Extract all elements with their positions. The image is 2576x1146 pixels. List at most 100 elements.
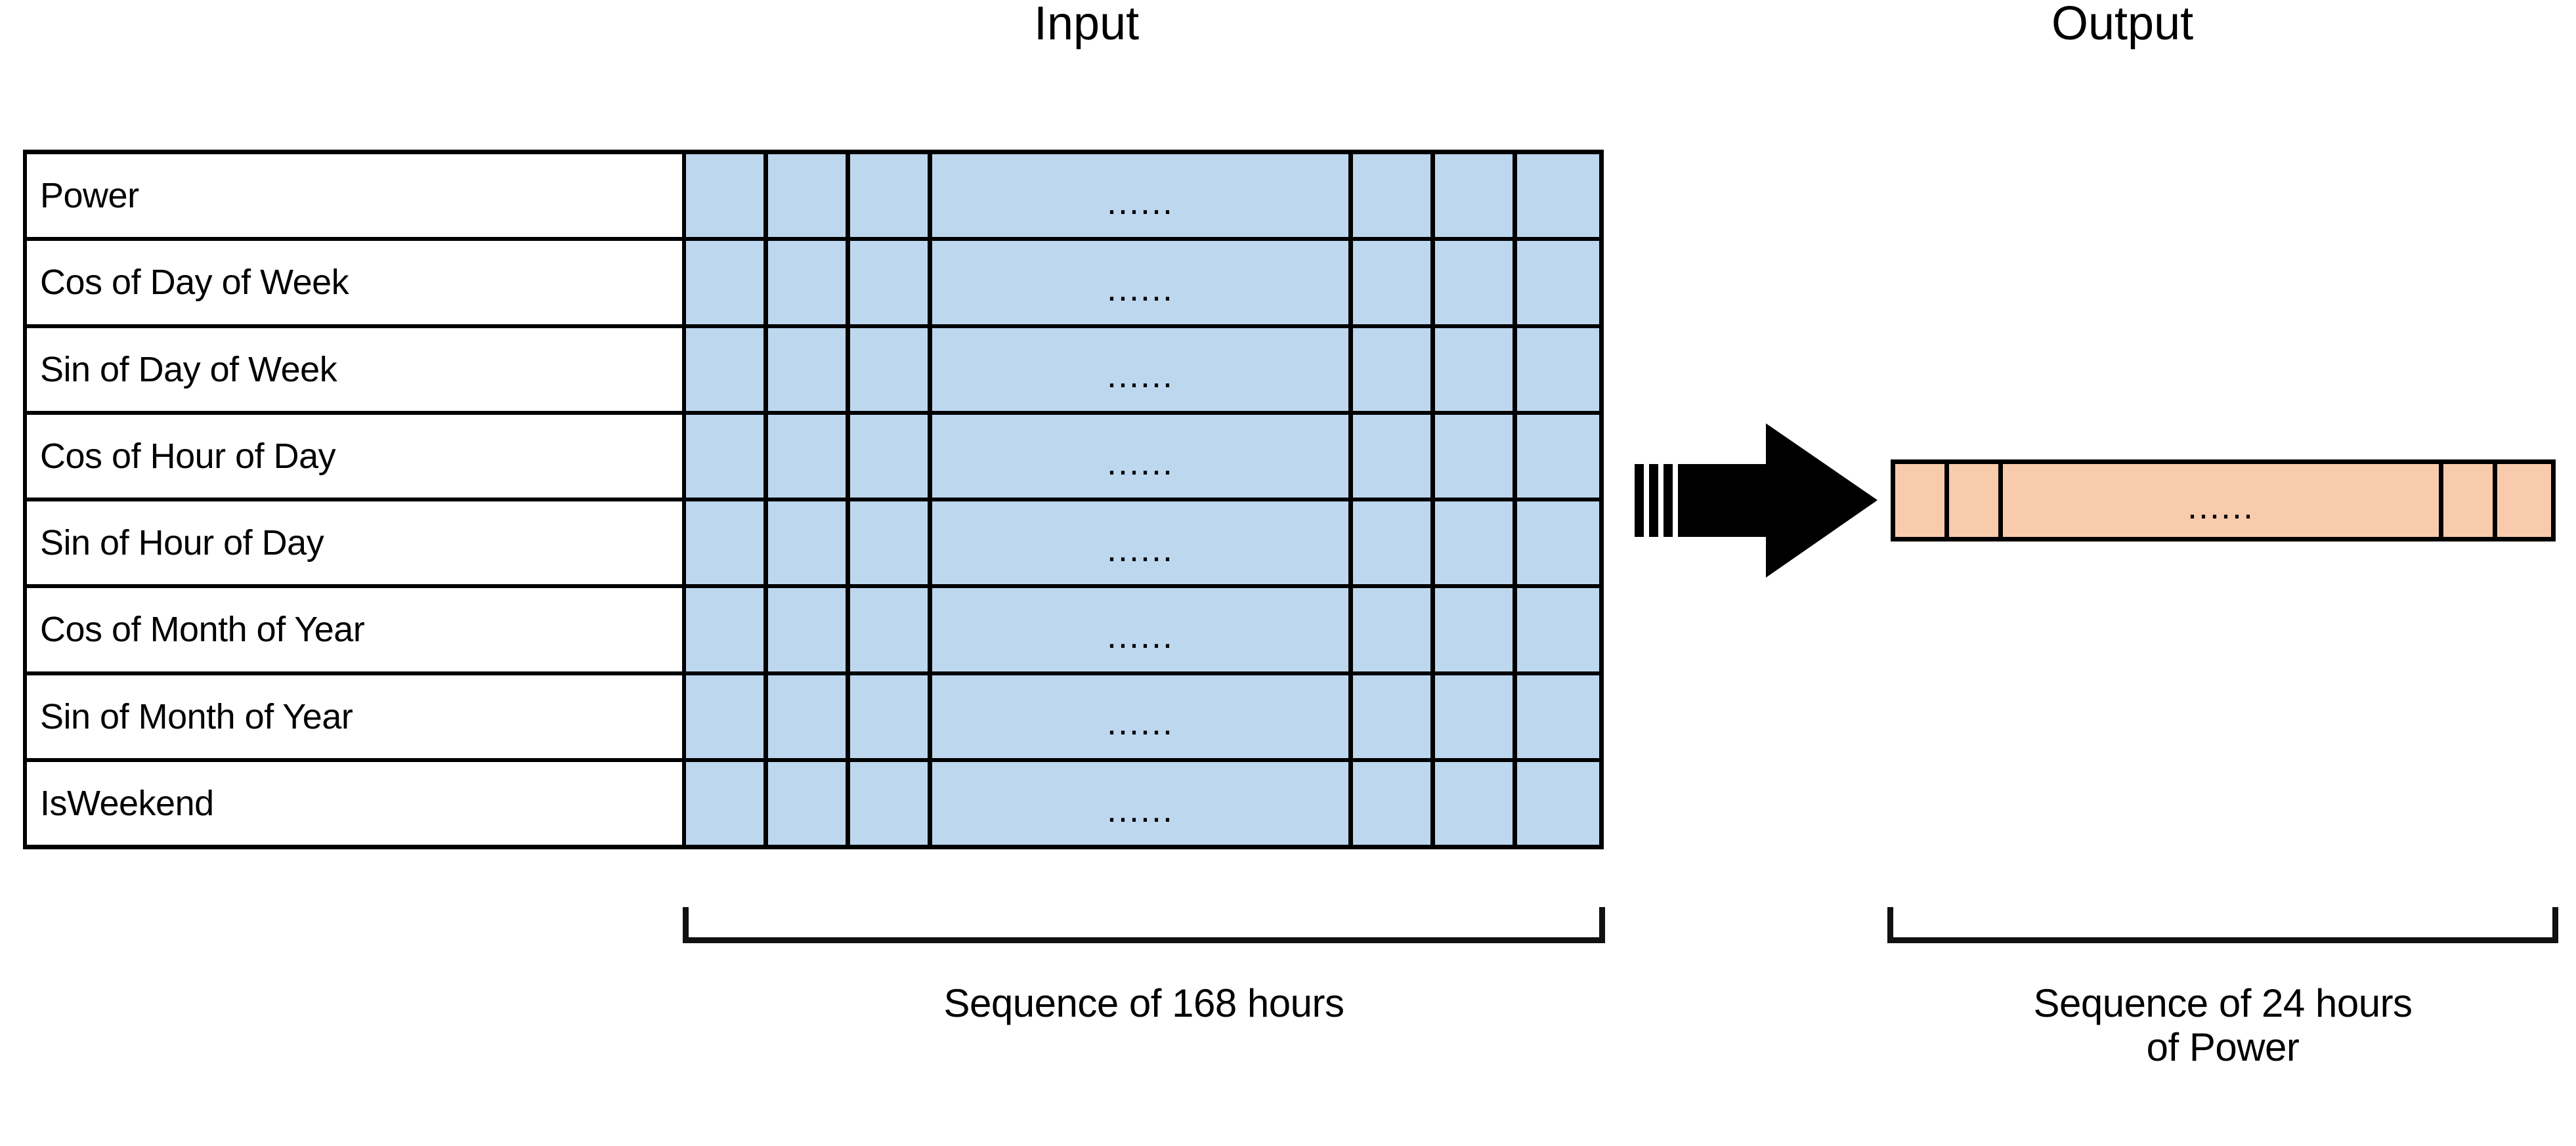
ellipsis-label: ......: [1106, 356, 1174, 396]
timestep-cell-ellipsis: ......: [932, 328, 1353, 411]
timestep-cell: [1353, 414, 1435, 498]
table-row: Sin of Month of Year ......: [23, 671, 1604, 758]
output-cell: [2497, 464, 2551, 537]
timestep-cell: [686, 675, 768, 758]
block-arrow-right-icon: [1635, 423, 1878, 578]
timestep-cell-ellipsis: ......: [932, 761, 1353, 845]
timestep-cell: [1517, 588, 1599, 671]
timestep-strip: ......: [686, 675, 1604, 758]
ellipsis-label: ......: [1106, 182, 1174, 222]
timestep-cell: [1353, 501, 1435, 585]
feature-label-sin-hour-of-day: Sin of Hour of Day: [23, 501, 686, 585]
timestep-cell: [850, 588, 932, 671]
table-row: Sin of Day of Week ......: [23, 324, 1604, 411]
timestep-cell: [1353, 588, 1435, 671]
table-row: Cos of Day of Week ......: [23, 237, 1604, 324]
timestep-cell-ellipsis: ......: [932, 414, 1353, 498]
feature-label-power: Power: [23, 154, 686, 238]
timestep-cell: [1435, 241, 1517, 324]
timestep-cell: [850, 328, 932, 411]
output-cell-ellipsis: ......: [2003, 464, 2443, 537]
timestep-cell-ellipsis: ......: [932, 241, 1353, 324]
timestep-strip: ......: [686, 154, 1604, 238]
timestep-cell: [1517, 154, 1599, 238]
output-section-title: Output: [2051, 0, 2194, 50]
table-row: Cos of Hour of Day ......: [23, 410, 1604, 498]
output-cell: [2443, 464, 2497, 537]
timestep-cell: [686, 241, 768, 324]
timestep-strip: ......: [686, 588, 1604, 671]
timestep-cell: [1517, 414, 1599, 498]
timestep-cell: [1435, 501, 1517, 585]
timestep-cell-ellipsis: ......: [932, 588, 1353, 671]
output-caption-line-1: Sequence of 24 hours: [2033, 981, 2413, 1025]
output-sequence-bracket: [1887, 907, 2558, 943]
timestep-cell: [850, 414, 932, 498]
timestep-cell: [1353, 154, 1435, 238]
timestep-cell: [1435, 414, 1517, 498]
feature-label-sin-day-of-week: Sin of Day of Week: [23, 328, 686, 411]
output-cell: [1895, 464, 1949, 537]
timestep-cell: [1353, 675, 1435, 758]
timestep-cell: [768, 414, 850, 498]
ellipsis-label: ......: [1106, 529, 1174, 569]
timestep-cell: [686, 588, 768, 671]
timestep-strip: ......: [686, 414, 1604, 498]
timestep-cell: [850, 501, 932, 585]
timestep-cell: [768, 761, 850, 845]
timestep-cell: [1353, 328, 1435, 411]
feature-label-isweekend: IsWeekend: [23, 761, 686, 845]
output-cell: [1949, 464, 2003, 537]
timestep-cell: [768, 675, 850, 758]
timestep-strip: ......: [686, 501, 1604, 585]
ellipsis-label: ......: [1106, 442, 1174, 482]
timestep-cell-ellipsis: ......: [932, 154, 1353, 238]
timestep-cell: [1435, 675, 1517, 758]
input-sequence-caption: Sequence of 168 hours: [943, 981, 1344, 1025]
feature-label-cos-hour-of-day: Cos of Hour of Day: [23, 414, 686, 498]
timestep-cell: [686, 154, 768, 238]
timestep-cell: [850, 154, 932, 238]
timestep-cell: [1517, 501, 1599, 585]
timestep-cell: [1517, 241, 1599, 324]
table-row: Cos of Month of Year ......: [23, 584, 1604, 671]
timestep-cell-ellipsis: ......: [932, 675, 1353, 758]
timestep-cell: [850, 675, 932, 758]
timestep-cell: [1353, 761, 1435, 845]
timestep-strip: ......: [686, 761, 1604, 845]
timestep-cell-ellipsis: ......: [932, 501, 1353, 585]
input-sequence-bracket: [683, 907, 1605, 943]
timestep-cell: [1517, 675, 1599, 758]
ellipsis-label: ......: [2187, 487, 2255, 527]
timestep-strip: ......: [686, 328, 1604, 411]
timestep-cell: [1435, 154, 1517, 238]
feature-label-cos-month-of-year: Cos of Month of Year: [23, 588, 686, 671]
timestep-cell: [1517, 328, 1599, 411]
timestep-cell: [1435, 761, 1517, 845]
timestep-cell: [768, 328, 850, 411]
input-feature-table: Power ...... Cos of Day of Week ..: [23, 150, 1604, 849]
ellipsis-label: ......: [1106, 790, 1174, 830]
timestep-cell: [686, 761, 768, 845]
feature-label-cos-day-of-week: Cos of Day of Week: [23, 241, 686, 324]
timestep-cell: [768, 241, 850, 324]
timestep-cell: [686, 501, 768, 585]
output-sequence-bar: ......: [1891, 459, 2556, 541]
timestep-cell: [1435, 328, 1517, 411]
output-sequence-caption: Sequence of 24 hours of Power: [1887, 981, 2558, 1069]
timestep-cell: [1435, 588, 1517, 671]
ellipsis-label: ......: [1106, 616, 1174, 656]
timestep-cell: [1353, 241, 1435, 324]
timestep-strip: ......: [686, 241, 1604, 324]
timestep-cell: [850, 241, 932, 324]
timestep-cell: [686, 328, 768, 411]
timestep-cell: [768, 154, 850, 238]
timestep-cell: [768, 501, 850, 585]
timestep-cell: [686, 414, 768, 498]
table-row: Power ......: [23, 154, 1604, 238]
table-row: IsWeekend ......: [23, 757, 1604, 845]
timestep-cell: [1517, 761, 1599, 845]
output-caption-line-2: of Power: [2146, 1025, 2300, 1070]
feature-label-sin-month-of-year: Sin of Month of Year: [23, 675, 686, 758]
